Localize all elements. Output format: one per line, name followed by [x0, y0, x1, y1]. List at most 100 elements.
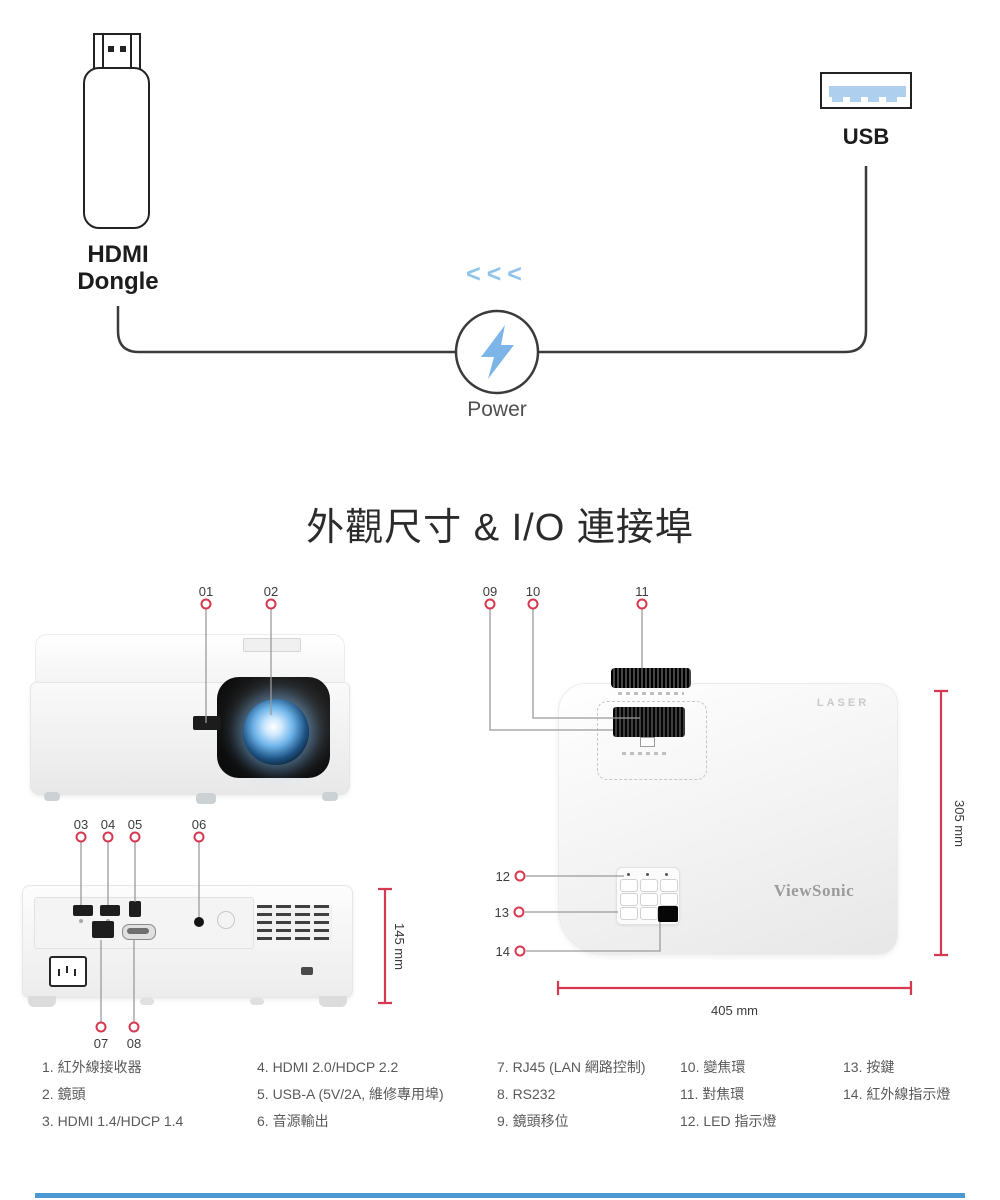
legend-item-3: 3. HDMI 1.4/HDCP 1.4 — [42, 1113, 184, 1129]
hdmi-dongle-label-line2: Dongle — [77, 268, 159, 295]
keypad-button — [640, 907, 658, 920]
lens-shift-notch — [640, 737, 655, 747]
ac-pin — [58, 969, 60, 976]
legend-item-7: 7. RJ45 (LAN 網路控制) — [497, 1059, 646, 1075]
hdmi-plug-pin-right — [130, 35, 132, 71]
focus-ring-icon — [611, 668, 691, 688]
hdmi-plug-dot — [108, 46, 114, 52]
screw-dot — [79, 919, 83, 923]
cable-left-segment — [116, 306, 456, 354]
legend-item-9: 9. 鏡頭移位 — [497, 1113, 569, 1129]
hdmi-dongle-label: HDMI Dongle — [63, 241, 173, 295]
projector-foot — [28, 996, 56, 1007]
projector-foot — [196, 793, 216, 804]
hdmi-plug-pin-left — [102, 35, 104, 71]
led-indicator-icon — [646, 873, 649, 876]
usb-connector-icon — [820, 72, 912, 109]
viewsonic-logo: ViewSonic — [773, 881, 855, 900]
lightning-icon — [481, 325, 514, 379]
hdmi-dongle-icon — [83, 67, 150, 229]
projector-top-view: LASER ViewSonic — [558, 660, 903, 960]
legend-item-2: 2. 鏡頭 — [42, 1086, 86, 1102]
laser-logo: LASER — [816, 697, 870, 709]
hdmi-port-1-icon — [73, 905, 93, 916]
hdmi-dongle-label-line1: HDMI — [87, 241, 149, 268]
usb-connector-contacts — [832, 97, 903, 102]
callout-13: 13 — [494, 905, 509, 920]
legend-item-6: 6. 音源輸出 — [257, 1113, 329, 1129]
flow-arrows: <<< — [466, 260, 528, 288]
led-indicator-icon — [627, 873, 630, 876]
callout-02: 02 — [263, 584, 279, 599]
usb-label: USB — [842, 124, 890, 149]
kensington-lock-slot — [301, 967, 313, 975]
ac-pin — [74, 969, 76, 976]
usb-a-port-icon — [129, 901, 141, 917]
zoom-ring-icon — [613, 707, 685, 737]
zoom-ring-markings — [622, 752, 667, 755]
lens-icon — [243, 699, 309, 765]
width-dimension-label: 405 mm — [711, 1003, 758, 1018]
ir-indicator-window — [658, 906, 678, 922]
callout-06: 06 — [191, 817, 207, 832]
rs232-port-icon — [122, 924, 156, 940]
projector-top-vent-detail — [243, 638, 301, 652]
legend-item-11: 11. 對焦環 — [680, 1086, 745, 1102]
rs232-pins — [127, 928, 149, 934]
control-keypad — [616, 867, 680, 925]
callout-04: 04 — [100, 817, 116, 832]
section-title: 外觀尺寸 & I/O 連接埠 — [306, 507, 694, 549]
footer-divider-bar — [35, 1193, 965, 1198]
width-dimension-line — [556, 981, 913, 995]
projector-foot — [322, 792, 338, 801]
legend-column-5: 13. 按鍵 14. 紅外線指示燈 — [843, 1054, 950, 1108]
keypad-button — [660, 893, 678, 906]
projector-foot — [140, 998, 154, 1005]
legend-item-4: 4. HDMI 2.0/HDCP 2.2 — [257, 1059, 399, 1075]
keypad-button — [620, 879, 638, 892]
callout-11: 11 — [635, 584, 649, 599]
height-dimension-label: 145 mm — [392, 922, 407, 970]
projector-front-view — [30, 632, 350, 804]
legend-item-10: 10. 變焦環 — [680, 1059, 746, 1075]
legend-item-8: 8. RS232 — [497, 1086, 556, 1102]
hdmi-plug-dot — [120, 46, 126, 52]
keypad-button — [640, 893, 658, 906]
ir-receiver-icon — [193, 716, 221, 730]
led-indicator-icon — [665, 873, 668, 876]
callout-08: 08 — [126, 1036, 142, 1051]
legend-column-4: 10. 變焦環 11. 對焦環 12. LED 指示燈 — [680, 1054, 776, 1135]
audio-out-jack-icon — [194, 917, 204, 927]
callout-03: 03 — [73, 817, 89, 832]
keypad-button — [620, 907, 638, 920]
projector-foot — [44, 792, 60, 801]
projector-foot — [319, 996, 347, 1007]
depth-dimension-line — [934, 689, 948, 957]
power-circle — [454, 309, 540, 395]
callout-10: 10 — [525, 584, 541, 599]
keypad-button — [640, 879, 658, 892]
legend-item-1: 1. 紅外線接收器 — [42, 1059, 142, 1075]
power-label: Power — [467, 398, 527, 421]
depth-dimension-label: 305 mm — [952, 799, 967, 847]
callout-14: 14 — [495, 944, 510, 959]
callout-12: 12 — [495, 869, 510, 884]
cable-right-segment — [538, 166, 868, 354]
legend-column-1: 1. 紅外線接收器 2. 鏡頭 3. HDMI 1.4/HDCP 1.4 — [42, 1054, 183, 1135]
legend-item-5: 5. USB-A (5V/2A, 維修專用埠) — [257, 1086, 444, 1102]
legend-column-3: 7. RJ45 (LAN 網路控制) 8. RS232 9. 鏡頭移位 — [497, 1054, 646, 1135]
callout-07: 07 — [93, 1036, 109, 1051]
lens-access-panel — [597, 701, 707, 780]
keypad-button — [620, 893, 638, 906]
callout-05: 05 — [127, 817, 143, 832]
focus-ring-markings — [618, 692, 684, 695]
rj45-port-icon — [92, 921, 114, 938]
callout-09: 09 — [482, 584, 498, 599]
legend-item-14: 14. 紅外線指示燈 — [843, 1086, 951, 1102]
hdmi-port-2-icon — [100, 905, 120, 916]
ac-pin — [66, 966, 68, 973]
ac-power-inlet-icon — [49, 956, 87, 987]
legend-column-2: 4. HDMI 2.0/HDCP 2.2 5. USB-A (5V/2A, 維修… — [257, 1054, 444, 1135]
